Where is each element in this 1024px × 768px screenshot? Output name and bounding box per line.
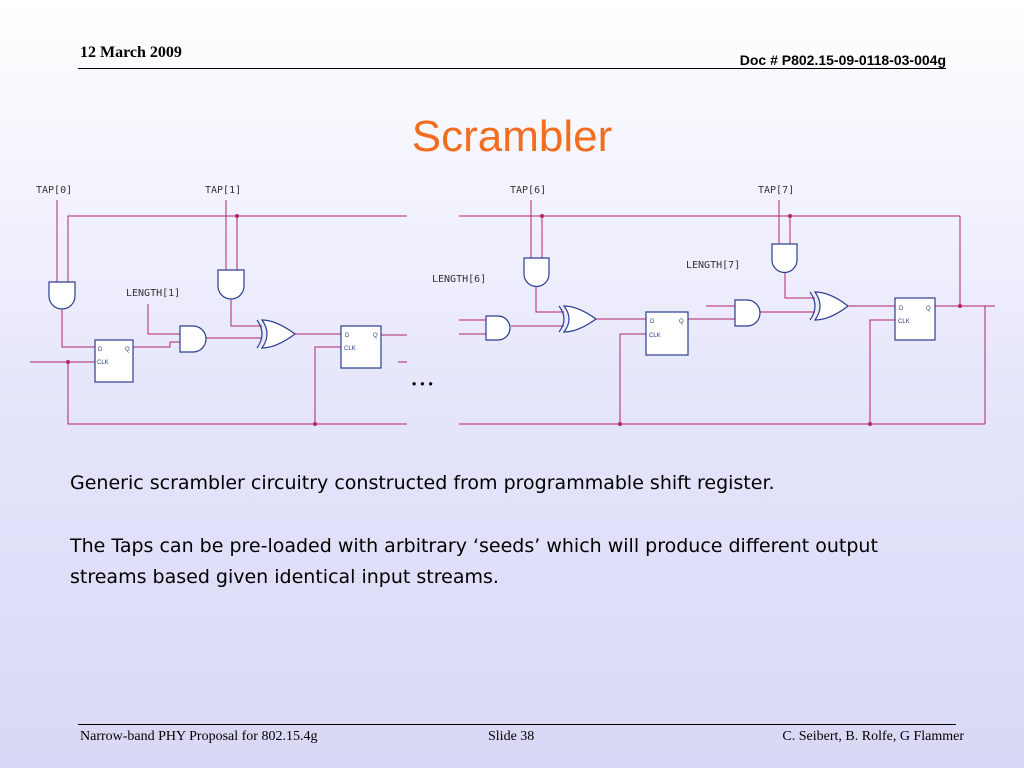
tap0-label: TAP[0]: [36, 185, 72, 196]
length7-label: LENGTH[7]: [686, 260, 740, 271]
ff4-clk-label: CLK: [898, 319, 910, 325]
header-date: 12 March 2009: [80, 44, 182, 61]
footer-slide-number: Slide 38: [488, 729, 535, 744]
ff3-clk-label: CLK: [649, 333, 661, 339]
paragraph-2: The Taps can be pre-loaded with arbitrar…: [70, 535, 878, 588]
length6-label: LENGTH[6]: [432, 274, 486, 285]
tap7-label: TAP[7]: [758, 185, 794, 196]
ff1-q-label: Q: [125, 347, 130, 353]
ff4-d-label: D: [899, 306, 904, 312]
ff1-d-label: D: [98, 347, 103, 353]
ff2-clk-label: CLK: [344, 346, 356, 352]
ellipsis: ...: [410, 362, 435, 392]
footer-proposal: Narrow-band PHY Proposal for 802.15.4g: [80, 729, 318, 744]
paragraph-1: Generic scrambler circuitry constructed …: [70, 472, 775, 494]
footer-divider: [78, 724, 956, 725]
ff2-q-label: Q: [373, 333, 378, 339]
ff2-d-label: D: [345, 333, 350, 339]
tap1-label: TAP[1]: [205, 185, 241, 196]
header-doc-number: Doc # P802.15-09-0118-03-004g: [739, 52, 946, 68]
scrambler-circuit-diagram: D Q CLK D Q CLK D Q CLK D Q CLK TAP[0] T…: [30, 185, 995, 426]
length1-label: LENGTH[1]: [126, 288, 180, 299]
ff3-d-label: D: [650, 319, 655, 325]
tap6-label: TAP[6]: [510, 185, 546, 196]
ff3-q-label: Q: [679, 319, 684, 325]
ff4-q-label: Q: [926, 306, 931, 312]
header-divider: [78, 68, 946, 69]
footer-authors: C. Seibert, B. Rolfe, G Flammer: [782, 729, 964, 744]
ff1-clk-label: CLK: [97, 360, 109, 366]
slide-body: Generic scrambler circuitry constructed …: [70, 468, 930, 593]
slide-title: Scrambler: [411, 112, 613, 161]
